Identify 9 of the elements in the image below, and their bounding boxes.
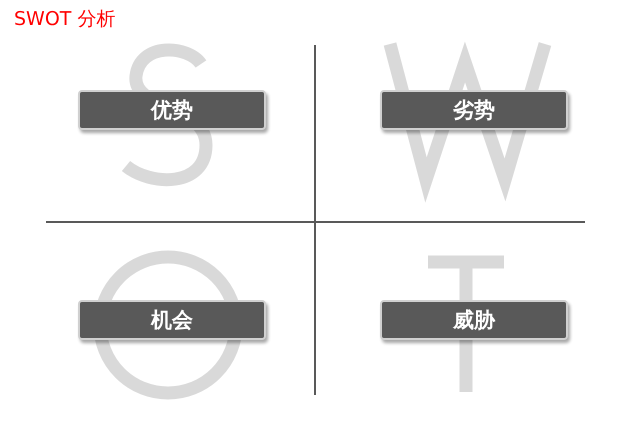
quadrant-heading: 机会 xyxy=(151,307,193,334)
quadrant-box xyxy=(380,300,568,340)
title: SWOT 分析 xyxy=(14,7,116,32)
quadrant-box xyxy=(78,90,266,130)
quadrant-heading: 优势 xyxy=(151,97,193,124)
quadrant-box xyxy=(78,300,266,340)
quadrant-heading: 劣势 xyxy=(453,97,495,124)
quadrant-box xyxy=(380,90,568,130)
quadrant-heading: 威胁 xyxy=(453,307,495,334)
